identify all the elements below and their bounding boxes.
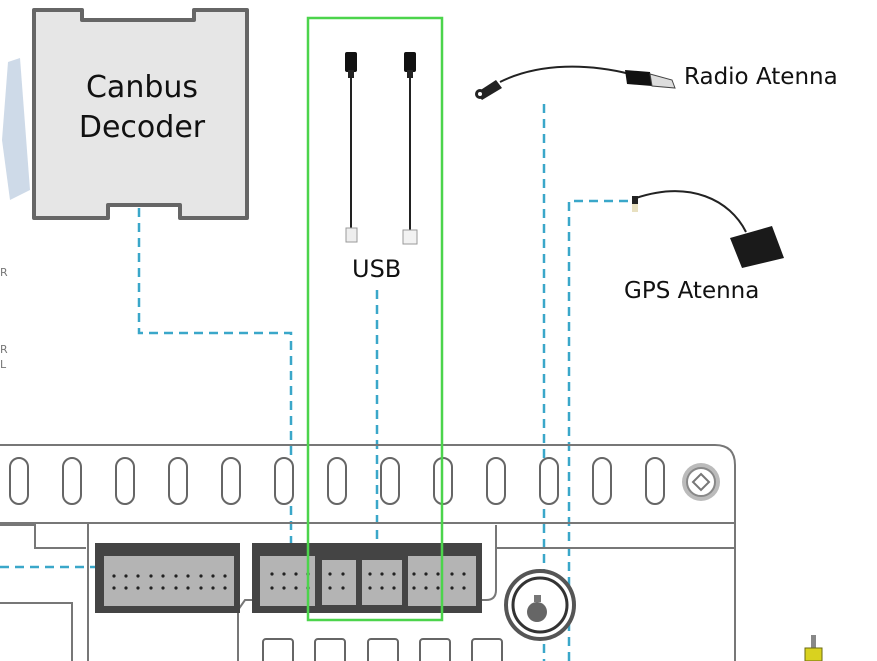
mounting-slot: [645, 457, 665, 505]
connector-pin: [223, 574, 227, 578]
connector-pin: [136, 586, 140, 590]
connector-pin: [368, 572, 372, 576]
harness-connector-secondary: [252, 543, 482, 613]
connector-pin: [136, 574, 140, 578]
watermark-shape: [2, 58, 30, 200]
connector-pin: [186, 574, 190, 578]
connector-pin: [328, 586, 332, 590]
connector-pin: [450, 572, 454, 576]
connector-pin: [462, 572, 466, 576]
connector-pin: [424, 586, 428, 590]
connector-pin: [450, 586, 454, 590]
connector-pin: [392, 586, 396, 590]
mounting-slot: [62, 457, 82, 505]
connector-pin: [223, 586, 227, 590]
mounting-slot: [9, 457, 29, 505]
usb-cable-right: [402, 52, 418, 245]
connector-pin: [270, 572, 274, 576]
connector-pin: [282, 572, 286, 576]
canbus-decoder-label: Canbus Decoder: [34, 68, 250, 148]
connector-pin: [211, 574, 215, 578]
rca-connector-icon: [804, 635, 823, 661]
mounting-slot: [380, 457, 400, 505]
connector-pin: [294, 572, 298, 576]
connector-pin: [199, 574, 203, 578]
radio-antenna-cable: [475, 65, 676, 100]
mounting-slot: [592, 457, 612, 505]
connector-pin: [270, 586, 274, 590]
radio-antenna-label: Radio Atenna: [684, 64, 838, 90]
connector-pin: [186, 586, 190, 590]
connector-pin: [174, 574, 178, 578]
connector-pin: [412, 572, 416, 576]
gps-antenna-cable: [632, 190, 784, 268]
connector-pin: [436, 586, 440, 590]
mounting-slot: [115, 457, 135, 505]
connector-pin: [436, 572, 440, 576]
connector-pin: [124, 574, 128, 578]
connector-pin: [294, 586, 298, 590]
canbus-decoder-box: [32, 8, 249, 220]
connector-pin: [412, 586, 416, 590]
wire-gps-antenna: [567, 199, 628, 661]
mounting-slots: [9, 457, 665, 505]
side-label: L: [0, 358, 7, 371]
connector-pin: [424, 572, 428, 576]
connector-pin: [124, 586, 128, 590]
mounting-slot: [274, 457, 294, 505]
side-label: R: [0, 343, 8, 356]
mounting-slot: [168, 457, 188, 505]
usb-highlight-box: [306, 16, 444, 622]
harness-connector-main: [95, 543, 240, 613]
mounting-slot: [539, 457, 559, 505]
side-label: R: [0, 266, 8, 279]
connector-pin: [161, 586, 165, 590]
connector-pin: [380, 572, 384, 576]
mounting-slot: [486, 457, 506, 505]
connector-pin: [380, 586, 384, 590]
mounting-slot: [327, 457, 347, 505]
gps-antenna-label: GPS Atenna: [624, 278, 760, 304]
connector-pin: [392, 572, 396, 576]
usb-label: USB: [352, 255, 402, 283]
connector-pin: [341, 586, 345, 590]
connector-pin: [149, 574, 153, 578]
connector-pin: [112, 574, 116, 578]
connector-pin: [174, 586, 178, 590]
connector-pin: [282, 586, 286, 590]
connector-pin: [199, 586, 203, 590]
usb-cable-left: [345, 52, 358, 243]
connector-pin: [161, 574, 165, 578]
connector-pin: [328, 572, 332, 576]
mounting-screw-icon: [682, 463, 720, 501]
connector-pin: [211, 586, 215, 590]
connector-pin: [112, 586, 116, 590]
lower-port-row: [262, 638, 503, 661]
canbus-decoder-label-line2: Decoder: [78, 110, 206, 145]
canbus-decoder-label-line1: Canbus: [85, 70, 199, 105]
connector-pin: [149, 586, 153, 590]
antenna-socket: [504, 569, 576, 641]
connector-pin: [341, 572, 345, 576]
mounting-slot: [221, 457, 241, 505]
connector-pin: [368, 586, 372, 590]
connector-pin: [462, 586, 466, 590]
wire-decoder-to-harness: [137, 208, 293, 553]
